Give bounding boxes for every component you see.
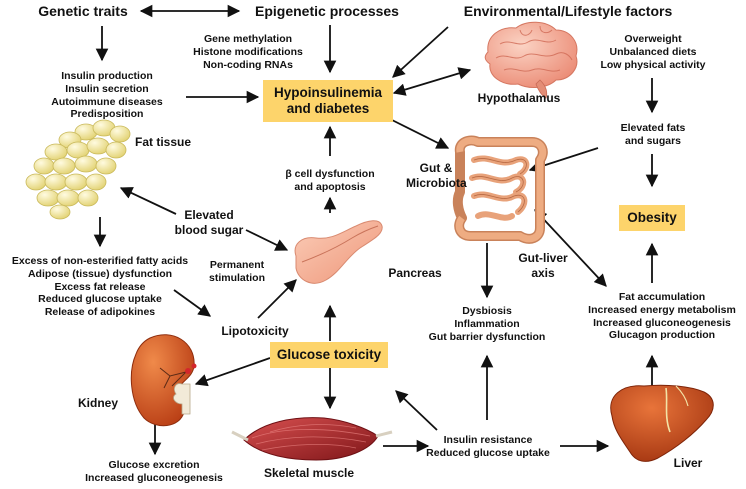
elevated-blood-sugar-line: Elevated: [184, 208, 234, 222]
lipotoxicity-label: Lipotoxicity: [221, 324, 289, 338]
hypoinsulinemia-label: Hypoinsulinemia: [273, 84, 383, 100]
pancreas-label: Pancreas: [388, 266, 442, 280]
muscle-effect-item: Reduced glucose uptake: [426, 446, 550, 459]
muscle-effect-item: Insulin resistance: [443, 434, 533, 446]
kidney-effects-list: Glucose excretion Increased gluconeogene…: [74, 459, 234, 485]
arrow-gut-liver-axis: [534, 209, 607, 287]
elevated-fats-label: Elevated fats and sugars: [598, 122, 708, 148]
glucose-toxicity-box: Glucose toxicity: [270, 342, 388, 368]
kidney-label: Kidney: [77, 396, 118, 410]
fat-tissue-illustration: [25, 119, 131, 220]
obesity-label: Obesity: [627, 209, 677, 225]
hypothalamus-label: Hypothalamus: [477, 91, 561, 105]
arrow-hypo-gut: [391, 119, 450, 149]
gut-liver-axis-label: Gut-liver axis: [508, 251, 578, 280]
genetic-item: Insulin secretion: [65, 82, 149, 95]
skeletal-muscle-label: Skeletal muscle: [263, 466, 355, 480]
pancreas-illustration: [294, 220, 383, 284]
liver-effect-item: Glucagon production: [608, 329, 716, 342]
elevated-blood-sugar-line: blood sugar: [174, 222, 244, 237]
arrow-sugar-fat: [119, 187, 177, 215]
permanent-stimulation-line: stimulation: [208, 271, 265, 284]
arrow-env-hypo: [392, 26, 449, 78]
gut-effect-item: Dysbiosis: [462, 305, 512, 317]
beta-cell-line: and apoptosis: [294, 180, 366, 193]
elevated-blood-sugar-label: Elevated blood sugar: [166, 208, 252, 237]
liver-illustration: [610, 384, 714, 462]
fat-effect-item: Excess fat release: [54, 280, 146, 293]
lifestyle-items: Overweight Unbalanced diets Low physical…: [592, 33, 714, 71]
arrow-hypo-hypothalamus: [392, 67, 472, 96]
header-genetic-traits: Genetic traits: [38, 3, 128, 19]
liver-label: Liver: [673, 456, 703, 470]
epigenetic-items: Gene methylation Histone modifications N…: [178, 33, 318, 71]
gut-liver-axis-line: Gut-liver: [518, 251, 568, 265]
muscle-illustration: [231, 417, 393, 461]
lifestyle-item: Low physical activity: [600, 58, 706, 71]
fat-effect-item: Adipose (tissue) dysfunction: [27, 267, 173, 280]
gut-illustration: [452, 135, 548, 244]
fat-effect-item: Release of adipokines: [44, 306, 156, 319]
gut-label-line: Gut &: [419, 161, 453, 175]
muscle-effects-list: Insulin resistance Reduced glucose uptak…: [420, 434, 556, 460]
glucose-toxicity-label: Glucose toxicity: [276, 346, 382, 362]
brain-illustration: [484, 21, 578, 99]
fat-effect-item: Excess of non-esterified fatty acids: [11, 255, 189, 267]
arrow-sugar-pancreas: [245, 229, 289, 251]
hypoinsulinemia-box: Hypoinsulinemia and diabetes: [263, 80, 393, 122]
fat-tissue-label: Fat tissue: [134, 135, 191, 149]
beta-cell-line: β cell dysfunction: [285, 168, 375, 180]
genetic-item: Insulin production: [61, 70, 153, 82]
permanent-stimulation-label: Permanent stimulation: [202, 259, 272, 285]
kidney-effect-item: Increased gluconeogenesis: [85, 471, 223, 484]
gut-liver-axis-line: axis: [531, 265, 555, 280]
liver-effects-list: Fat accumulation Increased energy metabo…: [582, 291, 742, 342]
epigenetic-item: Non-coding RNAs: [203, 58, 293, 71]
lifestyle-item: Overweight: [624, 33, 682, 45]
fat-effect-item: Reduced glucose uptake: [38, 293, 162, 306]
hypoinsulinemia-label: and diabetes: [286, 101, 370, 116]
liver-effect-item: Increased gluconeogenesis: [593, 316, 731, 329]
elevated-fats-line: and sugars: [624, 134, 682, 147]
genetic-items: Insulin production Insulin secretion Aut…: [32, 70, 182, 121]
kidney-illustration: [130, 334, 197, 427]
arrow-lipo-pancreas: [257, 279, 297, 319]
arrow-fat-lipo: [173, 289, 212, 317]
epigenetic-item: Histone modifications: [193, 45, 303, 58]
header-epigenetic-processes: Epigenetic processes: [255, 3, 399, 19]
arrow-insulin-gt: [395, 390, 438, 431]
epigenetic-item: Gene methylation: [203, 33, 293, 45]
header-environmental-factors: Environmental/Lifestyle factors: [463, 3, 673, 19]
elevated-fats-line: Elevated fats: [620, 122, 686, 134]
lifestyle-item: Unbalanced diets: [609, 45, 697, 58]
liver-effect-item: Fat accumulation: [618, 291, 706, 303]
genetic-item: Predisposition: [70, 108, 144, 121]
liver-effect-item: Increased energy metabolism: [588, 303, 736, 316]
fat-effects-list: Excess of non-esterified fatty acids Adi…: [2, 255, 198, 319]
gut-effects-list: Dysbiosis Inflammation Gut barrier dysfu…: [418, 305, 556, 343]
gut-effect-item: Inflammation: [454, 317, 520, 330]
arrow-gt-kidney: [194, 357, 271, 387]
genetic-item: Autoimmune diseases: [51, 95, 163, 108]
permanent-stimulation-line: Permanent: [209, 259, 265, 271]
gut-effect-item: Gut barrier dysfunction: [428, 330, 546, 343]
gut-label: Gut & Microbiota: [406, 161, 467, 190]
kidney-effect-item: Glucose excretion: [108, 459, 200, 471]
arrow-group: [93, 4, 659, 456]
gut-label-line: Microbiota: [406, 175, 467, 190]
beta-cell-label: β cell dysfunction and apoptosis: [270, 168, 390, 194]
obesity-box: Obesity: [619, 205, 685, 231]
